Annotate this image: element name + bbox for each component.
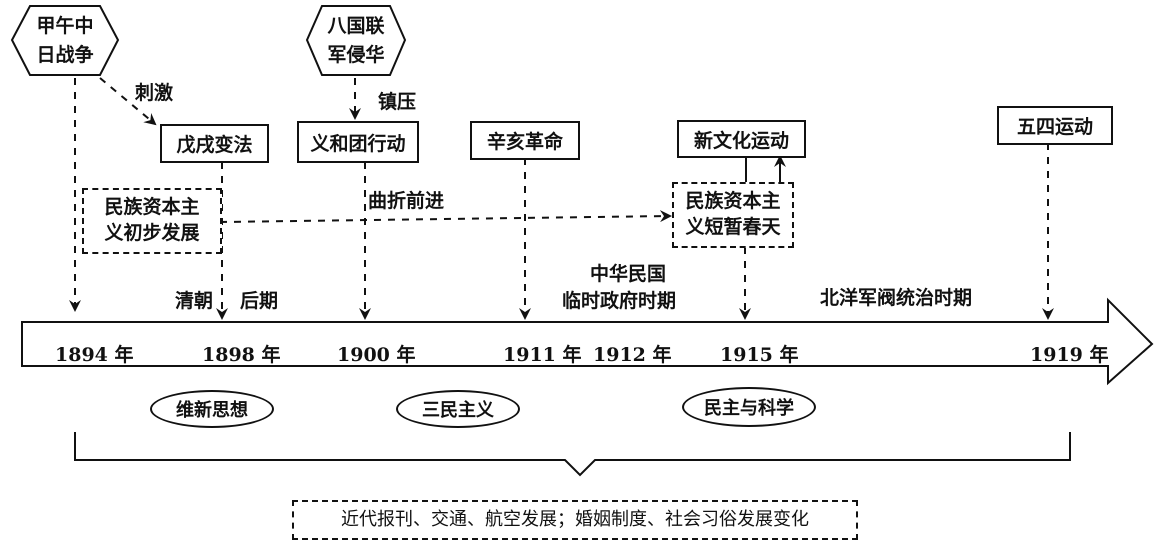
event-new-culture-movement: 新文化运动 — [677, 120, 806, 158]
hexagon-sino-japanese — [10, 5, 120, 76]
timeline-arrow — [21, 297, 1154, 386]
hexagon-eight-nation — [305, 5, 407, 76]
thought-reform: 维新思想 — [150, 390, 274, 428]
year-1898: 1898 年 — [202, 344, 281, 366]
event-wuxu-reform: 戊戌变法 — [160, 124, 269, 163]
year-1894: 1894 年 — [55, 344, 134, 366]
event-eight-nation-invasion: 八国联 军侵华 — [327, 15, 385, 66]
period-qing-a: 清朝 — [175, 290, 214, 312]
year-1915: 1915 年 — [720, 344, 799, 366]
label-tortuous-progress: 曲折前进 — [368, 190, 445, 212]
year-1911: 1911 年 — [503, 344, 582, 366]
period-qing-b: 后期 — [240, 290, 279, 312]
label-suppress: 镇压 — [378, 91, 417, 113]
capitalism-brief-spring: 民族资本主 义短暂春天 — [672, 182, 794, 248]
event-boxer-movement: 义和团行动 — [297, 121, 419, 163]
thought-three-principles: 三民主义 — [396, 390, 520, 428]
thought-democracy-science: 民主与科学 — [682, 387, 816, 427]
period-beiyang: 北洋军阀统治时期 — [820, 287, 973, 309]
period-roc-a: 中华民国 — [590, 263, 667, 285]
summary-social-changes: 近代报刊、交通、航空发展；婚姻制度、社会习俗发展变化 — [292, 500, 858, 540]
year-1919: 1919 年 — [1030, 344, 1109, 366]
event-sino-japanese-war: 甲午中 日战争 — [36, 15, 94, 66]
period-roc-b: 临时政府时期 — [562, 290, 677, 312]
brace — [74, 432, 1071, 477]
year-1912: 1912 年 — [593, 344, 672, 366]
year-1900: 1900 年 — [337, 344, 416, 366]
capitalism-initial-development: 民族资本主 义初步发展 — [82, 188, 222, 254]
label-stimulate: 刺激 — [135, 82, 174, 104]
event-xinhai-revolution: 辛亥革命 — [470, 121, 580, 160]
event-may-fourth: 五四运动 — [997, 106, 1113, 145]
